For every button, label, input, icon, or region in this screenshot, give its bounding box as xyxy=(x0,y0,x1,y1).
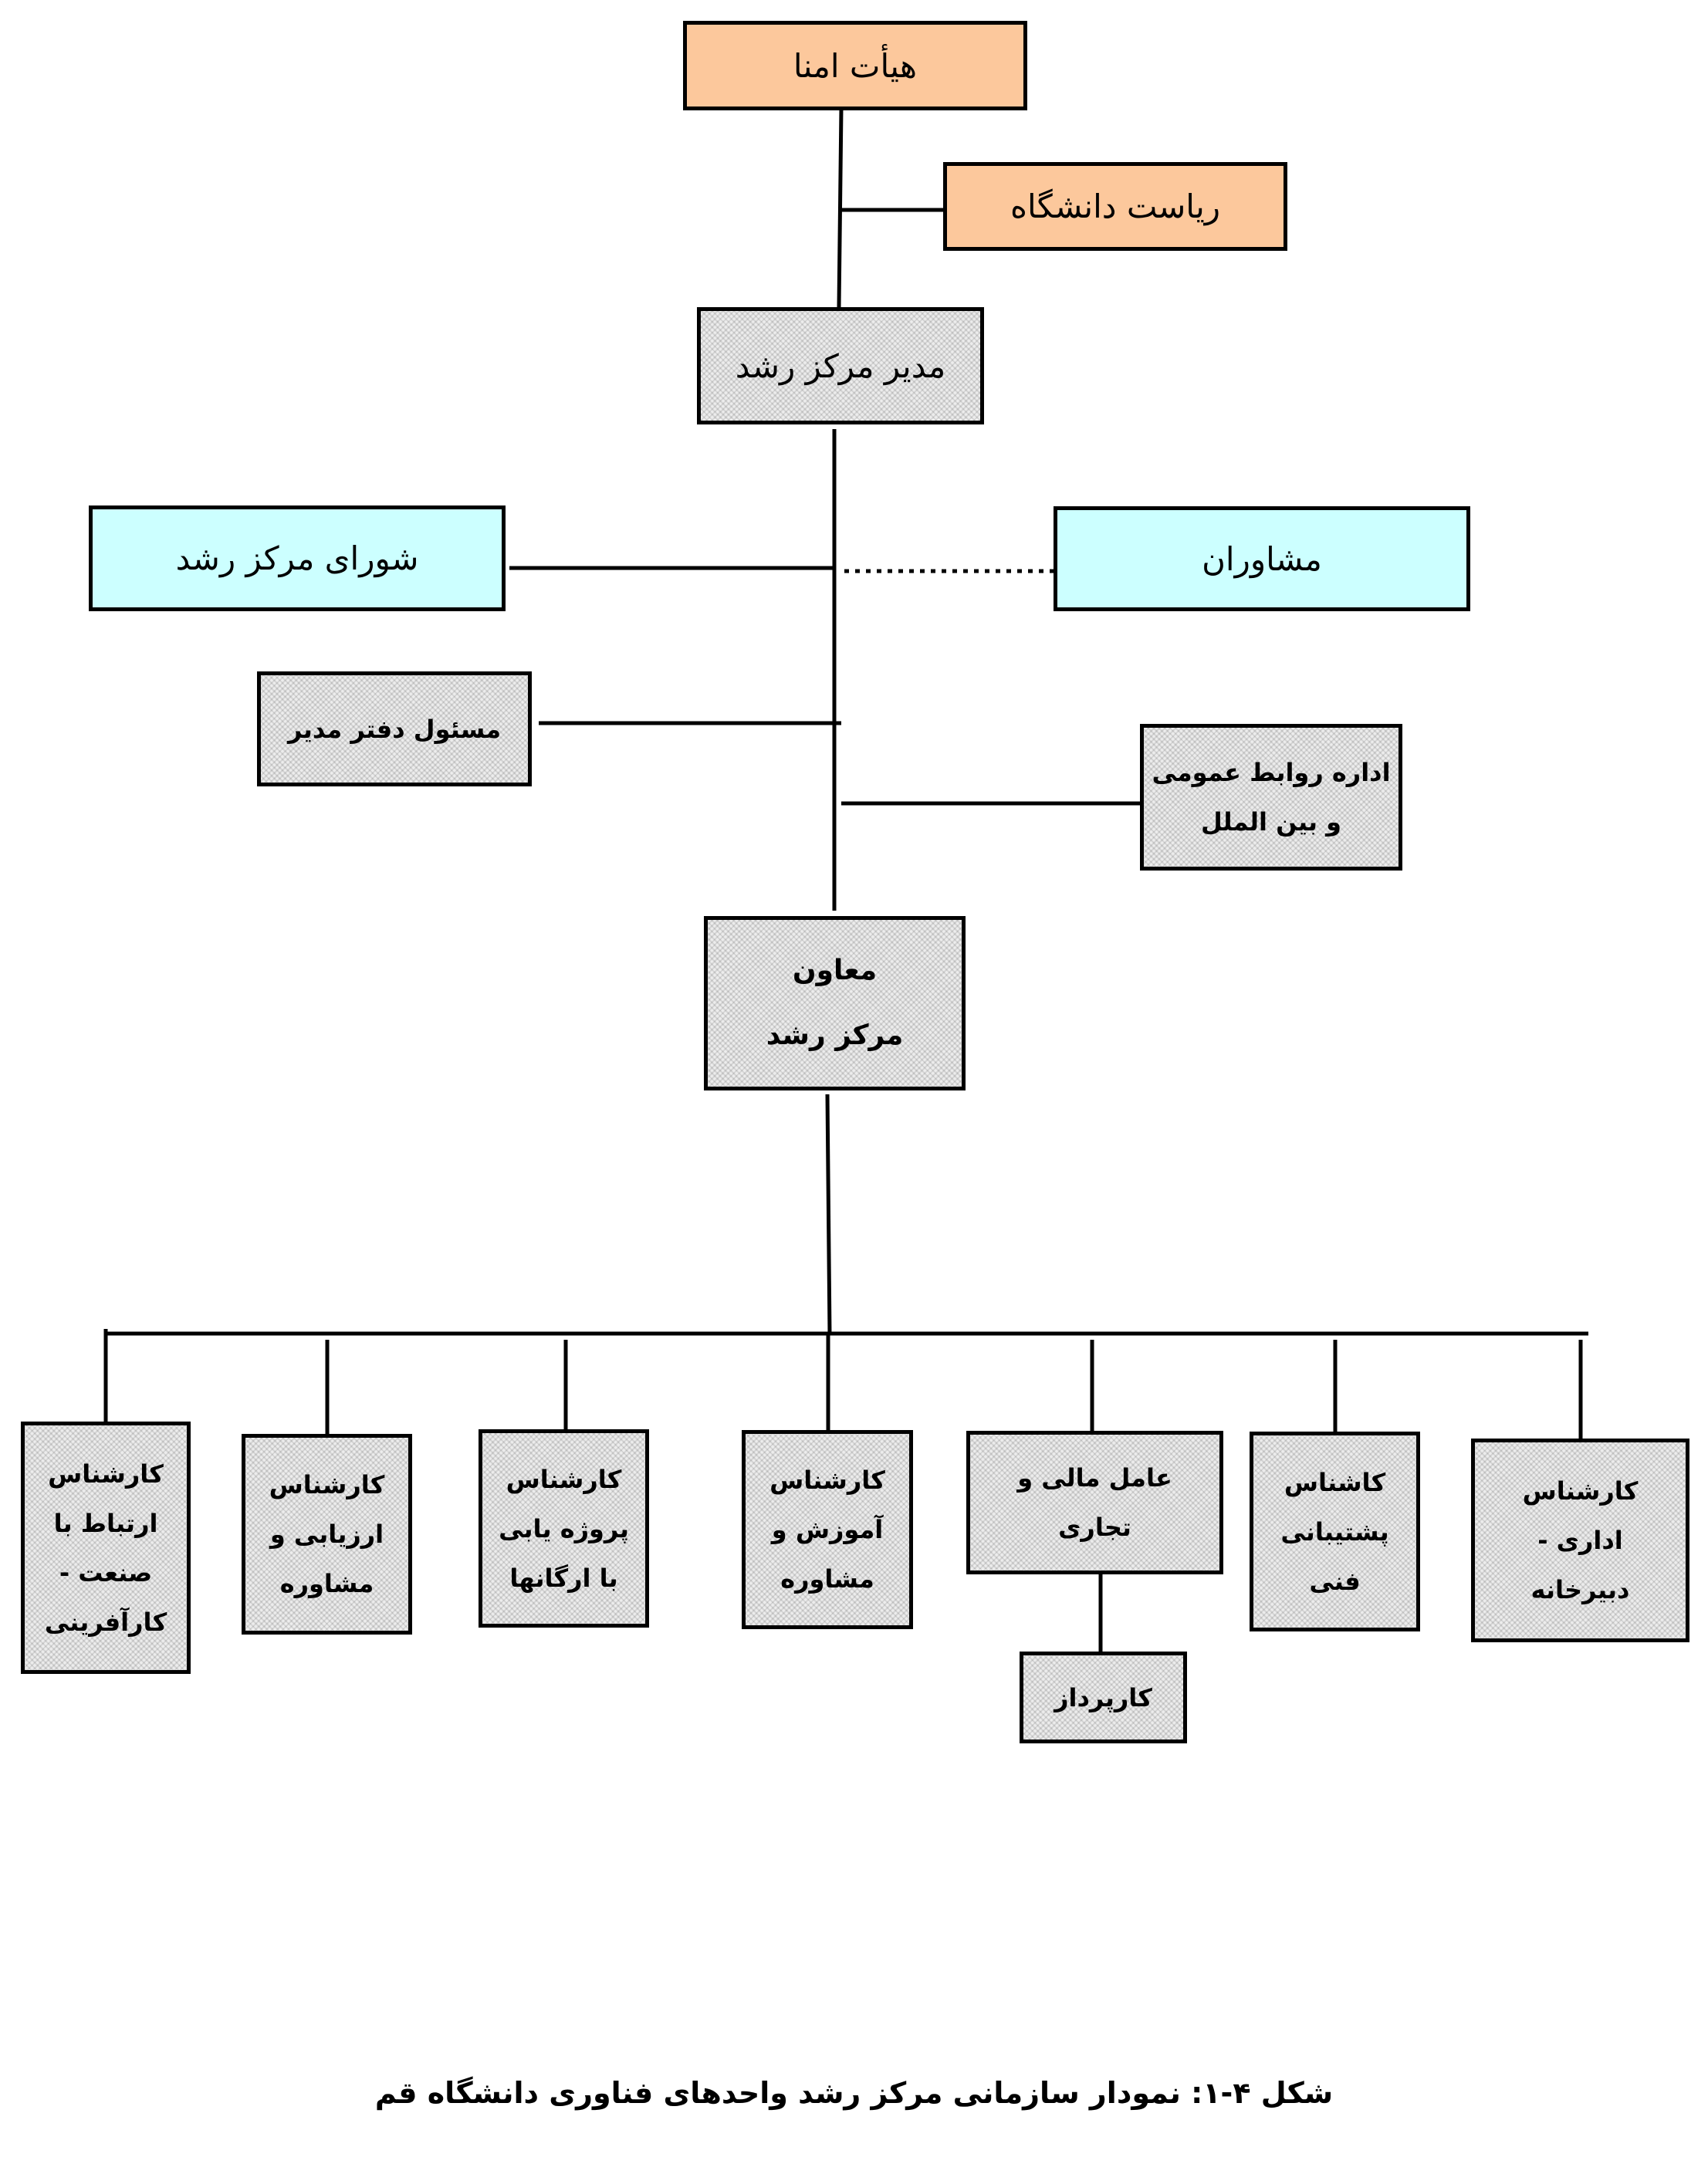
expert-line: کارشناس xyxy=(48,1459,164,1489)
director-office-head-box: مسئول دفتر مدیر xyxy=(257,671,532,786)
expert-line: اداری - xyxy=(1537,1526,1623,1555)
expert-line: کارشناس xyxy=(1522,1476,1639,1506)
expert-line: مشاوره xyxy=(780,1564,874,1594)
director-office-head-label: مسئول دفتر مدیر xyxy=(287,714,502,744)
board-of-trustees-label: هیأت امنا xyxy=(793,46,918,85)
deputy-line-2: مرکز رشد xyxy=(766,1019,904,1051)
center-council-box: شورای مرکز رشد xyxy=(89,505,506,611)
expert-project-finding-box: کارشناس پروژه یابی با ارگانها xyxy=(479,1429,649,1628)
expert-line: کارشناس xyxy=(269,1470,385,1499)
public-relations-line-2: و بین الملل xyxy=(1200,807,1342,837)
board-of-trustees-box: هیأت امنا xyxy=(683,21,1027,110)
center-director-box: مدیر مرکز رشد xyxy=(697,307,984,424)
expert-line: تجاری xyxy=(1058,1513,1131,1542)
university-presidency-label: ریاست دانشگاه xyxy=(1010,188,1221,225)
expert-line: مشاوره xyxy=(279,1569,374,1598)
expert-industry-relations-box: کارشناس ارتباط با صنعت - کارآفرینی xyxy=(21,1422,191,1674)
deputy-box: معاون مرکز رشد xyxy=(704,916,966,1090)
expert-training-box: کارشناس آموزش و مشاوره xyxy=(742,1430,913,1629)
expert-line: پشتیبانی xyxy=(1280,1516,1389,1547)
expert-line: کاشناس xyxy=(1284,1467,1386,1497)
expert-line: کارآفرینی xyxy=(44,1607,167,1637)
expert-line: ارتباط با xyxy=(53,1508,158,1538)
expert-administrative-box: کارشناس اداری - دبیرخانه xyxy=(1471,1439,1689,1642)
advisors-label: مشاوران xyxy=(1202,539,1322,578)
finance-agent-box: عامل مالی و تجاری xyxy=(966,1431,1223,1574)
expert-line: پروژه یابی xyxy=(499,1513,629,1543)
procurement-box: کارپرداز xyxy=(1020,1652,1187,1743)
figure-caption: شکل ۴-۱: نمودار سازمانی مرکز رشد واحدهای… xyxy=(374,2076,1334,2110)
expert-technical-support-box: کاشناس پشتیبانی فنی xyxy=(1250,1432,1420,1631)
expert-line: دبیرخانه xyxy=(1530,1575,1630,1604)
deputy-line-1: معاون xyxy=(792,955,878,986)
expert-line: فنی xyxy=(1309,1566,1361,1596)
expert-line: کارشناس xyxy=(769,1466,885,1495)
procurement-label: کارپرداز xyxy=(1054,1682,1152,1712)
expert-line: عامل مالی و xyxy=(1017,1463,1172,1493)
expert-evaluation-box: کارشناس ارزیابی و مشاوره xyxy=(242,1434,412,1635)
expert-line: صنعت - xyxy=(59,1557,153,1587)
public-relations-box: اداره روابط عمومی و بین الملل xyxy=(1140,724,1402,871)
public-relations-line-1: اداره روابط عمومی xyxy=(1152,758,1391,787)
center-director-label: مدیر مرکز رشد xyxy=(735,347,946,385)
expert-line: ارزیابی و xyxy=(269,1520,384,1549)
center-council-label: شورای مرکز رشد xyxy=(175,539,419,577)
university-presidency-box: ریاست دانشگاه xyxy=(943,162,1287,251)
expert-line: کارشناس xyxy=(506,1464,622,1494)
expert-line: آموزش و xyxy=(771,1515,884,1544)
expert-line: با ارگانها xyxy=(509,1563,618,1593)
advisors-box: مشاوران xyxy=(1054,506,1470,611)
